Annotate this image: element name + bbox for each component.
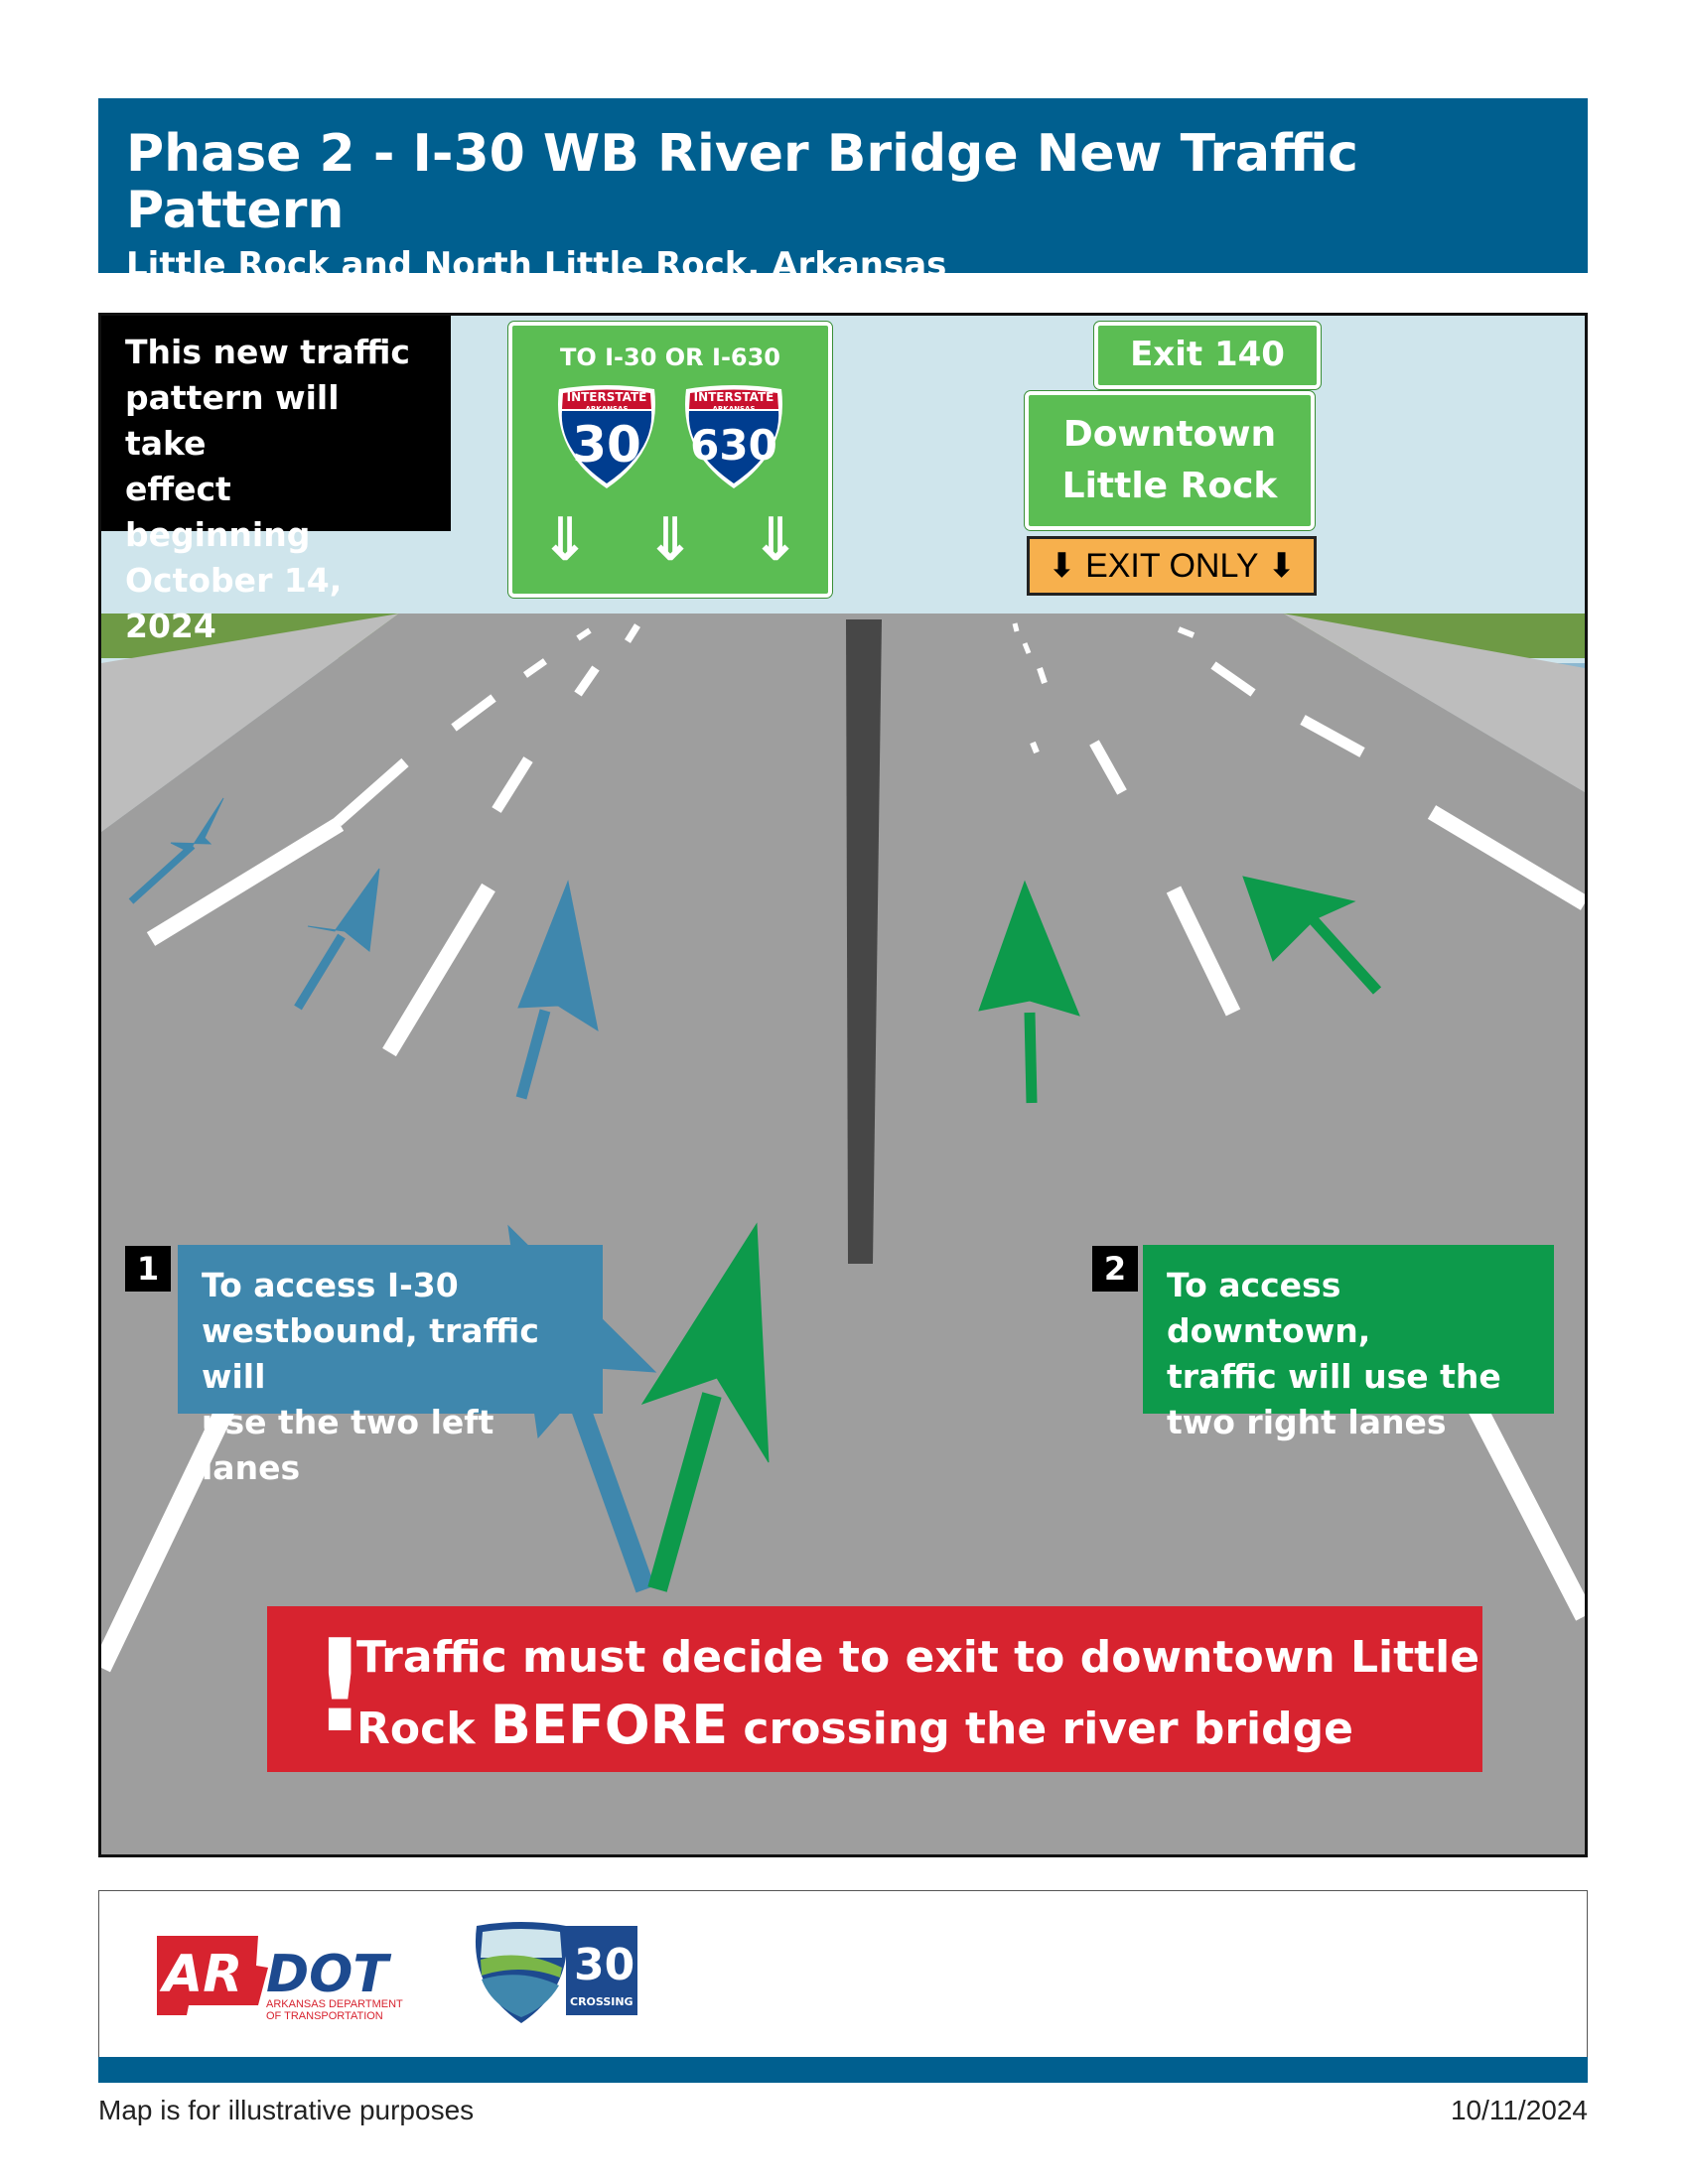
exit-only-panel: ⬇ EXIT ONLY ⬇ — [1027, 536, 1317, 596]
callout-line: traffic will use the — [1167, 1357, 1501, 1396]
document-date: 10/11/2024 — [1450, 2095, 1588, 2125]
down-arrow-icon: ⬇ — [1267, 547, 1296, 585]
crossing-number: 30 — [574, 1940, 634, 1990]
header-banner: Phase 2 - I-30 WB River Bridge New Traff… — [98, 98, 1588, 285]
down-arrow-icon: ⇓ — [750, 505, 801, 575]
disclaimer-text: Map is for illustrative purposes — [98, 2095, 475, 2125]
shield-top-label: INTERSTATE — [693, 390, 774, 404]
crossing-word: CROSSING — [570, 1995, 633, 2008]
down-arrow-icon: ⇓ — [539, 505, 591, 575]
shield-state-label: ARKANSAS — [585, 405, 629, 413]
ardot-ar-text: AR — [159, 1945, 242, 2004]
shield-number: 630 — [690, 421, 777, 470]
ardot-sub-text: ARKANSAS DEPARTMENT — [266, 1998, 403, 2010]
callout-line: To access downtown, — [1167, 1266, 1371, 1350]
ardot-dot-text: DOT — [266, 1945, 391, 2004]
30-crossing-logo: 30 CROSSING — [467, 1918, 645, 2027]
notice-line-4: October 14, 2024 — [125, 561, 343, 645]
warning-text: crossing the river bridge — [728, 1704, 1353, 1754]
exclamation-icon: ! — [311, 1613, 369, 1761]
exit-destination-sign: Downtown Little Rock — [1025, 391, 1315, 530]
road-illustration: This new traffic pattern will take effec… — [98, 313, 1588, 1857]
callout-line: To access I-30 — [202, 1266, 459, 1304]
callout-line: use the two left lanes — [202, 1403, 494, 1487]
warning-emphasis: BEFORE — [490, 1694, 729, 1756]
page-title: Phase 2 - I-30 WB River Bridge New Traff… — [126, 124, 1358, 241]
notice-line-1: This new traffic — [125, 333, 410, 371]
ardot-sub-text: OF TRANSPORTATION — [266, 2010, 383, 2022]
ardot-logo: AR DOT ARKANSAS DEPARTMENT OF TRANSPORTA… — [149, 1926, 417, 2025]
callout-line: westbound, traffic will — [202, 1311, 539, 1396]
warning-line-1: Traffic must decide to exit to downtown … — [356, 1632, 1480, 1683]
exit-number-tab: Exit 140 — [1094, 322, 1321, 389]
notice-line-3: effect beginning — [125, 470, 311, 554]
warning-line-2: Rock BEFORE crossing the river bridge — [356, 1692, 1482, 1763]
left-lanes-callout: To access I-30 westbound, traffic will u… — [178, 1245, 603, 1487]
road-scene — [101, 316, 1585, 1854]
footer-bar — [98, 2057, 1588, 2083]
step-2-badge: 2 — [1092, 1246, 1138, 1292]
interstate-30-shield-icon: INTERSTATE ARKANSAS 30 — [551, 381, 662, 492]
shield-state-label: ARKANSAS — [712, 405, 756, 413]
lane-down-arrows: ⇓ ⇓ ⇓ — [512, 510, 828, 570]
down-arrow-icon: ⬇ — [1048, 547, 1076, 585]
right-lanes-callout: To access downtown, traffic will use the… — [1143, 1245, 1554, 1441]
callout-line: two right lanes — [1167, 1403, 1447, 1441]
decision-warning-banner: ! Traffic must decide to exit to downtow… — [267, 1606, 1482, 1772]
shield-top-label: INTERSTATE — [566, 390, 647, 404]
interstate-630-shield-icon: INTERSTATE ARKANSAS 630 — [678, 381, 789, 492]
step-1-badge: 1 — [125, 1246, 171, 1292]
exit-destination-line-1: Downtown — [1062, 414, 1277, 455]
shield-number: 30 — [572, 416, 641, 474]
sign-destination-text: TO I-30 OR I-630 — [560, 343, 780, 371]
exit-only-label: EXIT ONLY — [1085, 547, 1258, 585]
interstate-guide-sign: TO I-30 OR I-630 INTERSTATE ARKANSAS 30 — [508, 322, 832, 598]
warning-text: Rock — [356, 1704, 491, 1754]
notice-line-2: pattern will take — [125, 378, 340, 463]
down-arrow-icon: ⇓ — [644, 505, 696, 575]
effective-date-notice: This new traffic pattern will take effec… — [101, 316, 451, 645]
page-subtitle: Little Rock and North Little Rock, Arkan… — [126, 245, 947, 286]
exit-destination-line-2: Little Rock — [1061, 466, 1278, 506]
